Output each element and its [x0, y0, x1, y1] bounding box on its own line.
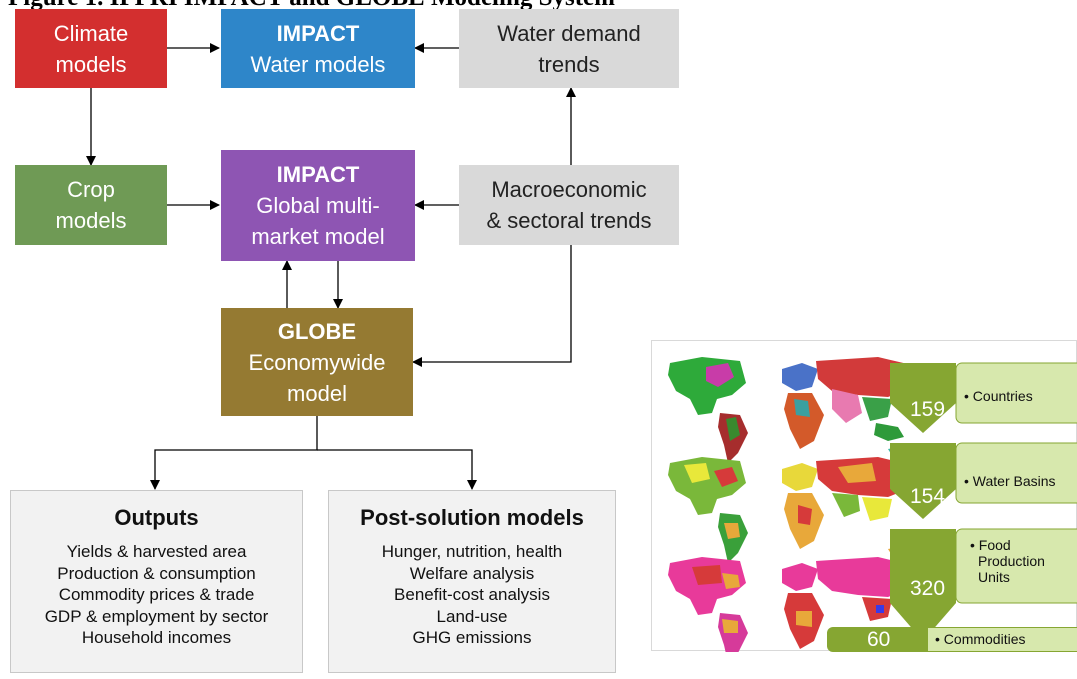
water-demand-line2: trends	[538, 51, 600, 77]
arrow-macro-to-globe	[412, 245, 572, 367]
outputs-item: Household incomes	[81, 628, 232, 647]
arrow-globe-to-post	[317, 449, 477, 490]
outputs-title: Outputs	[114, 505, 199, 530]
count-commodities: 60	[867, 628, 891, 651]
impact-water-line1: Water models	[250, 51, 386, 77]
globe-economywide-box: GLOBE Economywide model	[221, 308, 413, 416]
impact-global-line1: Global multi-	[256, 193, 380, 218]
count-water-basins: 154	[910, 485, 946, 508]
impact-global-line2: market model	[251, 224, 385, 249]
globe-line1: Economywide	[248, 349, 386, 375]
outputs-item: GDP & employment by sector	[44, 606, 269, 626]
impact-global-model-box: IMPACT Global multi- market model	[221, 150, 415, 261]
model-coverage-inset: 159 • Countries 154 • Water Basins 320 •…	[651, 340, 1077, 652]
macro-line2: & sectoral trends	[486, 208, 652, 233]
macroeconomic-trends-box: Macroeconomic & sectoral trends	[459, 165, 679, 245]
world-map-fpus	[668, 557, 915, 652]
water-demand-trends-box: Water demand trends	[459, 9, 679, 88]
post-solution-title: Post-solution models	[360, 505, 584, 530]
climate-line2: models	[55, 51, 127, 77]
post-solution-item: Land-use	[436, 606, 508, 626]
macro-line1: Macroeconomic	[491, 177, 647, 202]
label-countries: • Countries	[964, 388, 1033, 404]
commodities-label-box	[927, 627, 1077, 652]
post-solution-panel: Post-solution models Hunger, nutrition, …	[328, 490, 616, 673]
impact-water-title: IMPACT	[276, 20, 360, 46]
label-food-production-units: • Food Production Units	[970, 537, 1045, 585]
post-solution-item: Welfare analysis	[409, 563, 535, 583]
commodities-number-box	[827, 627, 927, 652]
figure-title: Figure 1. IFPRI IMPACT and GLOBE Modelin…	[8, 0, 615, 12]
impact-water-models-box: IMPACT Water models	[221, 9, 415, 88]
label-commodities: • Commodities	[935, 631, 1026, 647]
world-map-countries	[668, 357, 920, 473]
water-demand-line1: Water demand	[497, 20, 641, 46]
coverage-label-boxes	[955, 362, 1077, 604]
post-solution-item: Hunger, nutrition, health	[381, 542, 563, 561]
commodities-row: 60 • Commodities	[827, 627, 1077, 652]
coverage-graphic	[668, 357, 1077, 652]
outputs-panel: Outputs Yields & harvested area Producti…	[10, 490, 303, 673]
fpu-label-line: Production	[978, 553, 1045, 569]
arrow-globe-split	[150, 416, 318, 490]
outputs-item: Commodity prices & trade	[58, 585, 255, 604]
outputs-item: Production & consumption	[57, 563, 256, 583]
label-water-basins: • Water Basins	[964, 473, 1056, 489]
globe-title: GLOBE	[277, 318, 357, 344]
crop-line1: Crop	[67, 177, 115, 202]
climate-line1: Climate	[53, 20, 129, 46]
coverage-chevrons	[890, 363, 956, 641]
count-countries: 159	[910, 398, 946, 421]
post-solution-item: GHG emissions	[412, 628, 532, 647]
impact-global-title: IMPACT	[276, 162, 360, 187]
world-map-basins	[668, 457, 918, 565]
fpu-label-line: Units	[978, 569, 1010, 585]
outputs-item: Yields & harvested area	[66, 542, 247, 561]
crop-models-box: Crop models	[15, 165, 167, 245]
crop-line2: models	[55, 208, 127, 233]
climate-models-box: Climate models	[15, 9, 167, 88]
globe-line2: model	[287, 380, 347, 406]
post-solution-item: Benefit-cost analysis	[394, 585, 550, 604]
fpu-label-line: • Food	[970, 537, 1011, 553]
count-food-production-units: 320	[910, 577, 946, 600]
